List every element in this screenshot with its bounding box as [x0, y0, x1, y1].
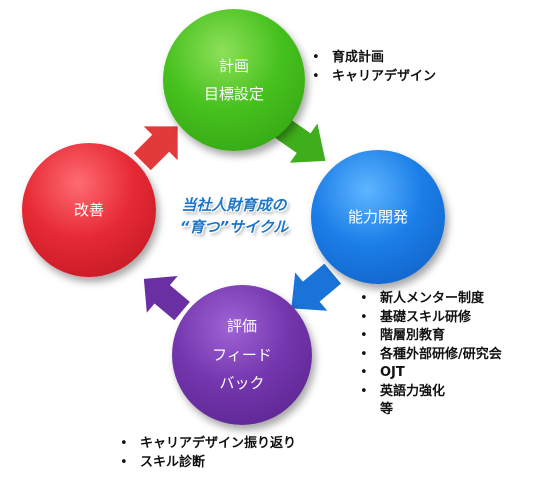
node-improvement-line1: 改善: [73, 200, 104, 219]
list-item: 階層別教育: [358, 327, 502, 346]
list-item: スキル診断: [118, 453, 296, 472]
node-evaluation-line2: フィード: [212, 345, 272, 364]
evaluation-list: キャリアデザイン振り返り スキル診断: [118, 434, 296, 472]
node-plan: 計画 目標設定: [163, 9, 305, 151]
node-development: 能力開発: [311, 150, 445, 284]
center-title-line1: 当社人財育成の: [181, 196, 287, 214]
node-development-line1: 能力開発: [347, 207, 408, 226]
list-item: 各種外部研修/研究会: [358, 346, 502, 365]
arrow-development-to-evaluation: [291, 264, 342, 311]
node-evaluation-line3: バック: [219, 374, 265, 393]
node-plan-line2: 目標設定: [203, 85, 264, 103]
list-item-tail: 等: [380, 402, 394, 417]
list-item: 英語力強化: [358, 383, 502, 402]
node-plan-line1: 計画: [218, 56, 249, 75]
list-item: キャリアデザイン: [310, 67, 436, 86]
center-title: 当社人財育成の “育つ”サイクル: [156, 194, 312, 238]
node-evaluation-line1: 評価: [226, 317, 257, 336]
list-item: 育成計画: [310, 48, 436, 67]
node-improvement: 改善: [22, 143, 156, 277]
node-evaluation: 評価 フィード バック: [172, 285, 312, 425]
plan-list: 育成計画 キャリアデザイン: [310, 48, 436, 86]
arrow-improvement-to-plan: [133, 126, 178, 170]
list-item: キャリアデザイン振り返り: [118, 434, 296, 453]
development-list: 新人メンター制度 基礎スキル研修 階層別教育 各種外部研修/研究会 OJT 英語…: [358, 290, 502, 420]
arrow-evaluation-to-improvement: [143, 275, 190, 321]
list-item: 基礎スキル研修: [358, 309, 502, 328]
center-title-line2: “育つ”サイクル: [179, 218, 289, 236]
list-item: 新人メンター制度: [358, 290, 502, 309]
list-item: OJT: [358, 364, 502, 383]
